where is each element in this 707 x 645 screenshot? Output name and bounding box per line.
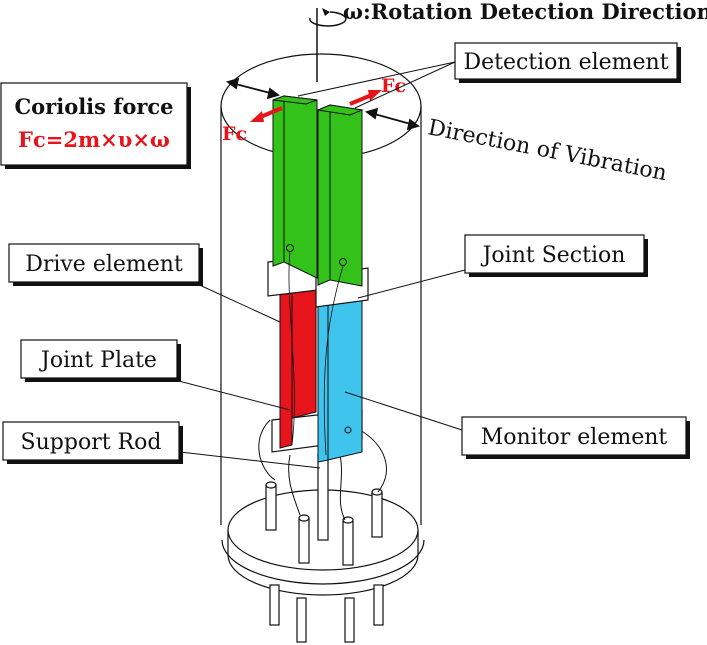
detection-element xyxy=(272,95,364,456)
joint-plate-label: Joint Plate xyxy=(39,348,157,373)
support-rod-label-box: Support Rod xyxy=(2,421,183,464)
support-wires xyxy=(258,419,387,521)
detection-element-label: Detection element xyxy=(463,50,668,75)
monitor-element-label-box: Monitor element xyxy=(461,416,690,459)
monitor-element-label: Monitor element xyxy=(481,425,668,450)
monitor-element xyxy=(317,291,363,463)
force-arrows xyxy=(250,90,382,122)
force-label-right: Fc xyxy=(381,75,406,97)
base-pins xyxy=(265,451,384,643)
support-rod-label: Support Rod xyxy=(21,430,162,455)
joint-section-label-box: Joint Section xyxy=(464,234,648,277)
vibration-arrows xyxy=(226,77,420,131)
joint-plate-label-box: Joint Plate xyxy=(20,339,181,382)
vibration-label: Direction of Vibration xyxy=(426,115,669,186)
joint-section-label: Joint Section xyxy=(481,243,626,268)
detection-element-label-box: Detection element xyxy=(454,42,681,83)
leader-lines xyxy=(174,61,466,469)
rotation-axis xyxy=(309,8,347,82)
coriolis-title: Coriolis force xyxy=(14,94,173,119)
force-label-left: Fc xyxy=(222,123,247,145)
rotation-label: ω:Rotation Detection Direction xyxy=(343,0,707,24)
drive-element-label: Drive element xyxy=(25,252,183,277)
coriolis-box: Coriolis force Fc=2m×υ×ω xyxy=(0,82,191,169)
drive-element-label-box: Drive element xyxy=(8,243,203,286)
coriolis-formula: Fc=2m×υ×ω xyxy=(18,127,170,152)
